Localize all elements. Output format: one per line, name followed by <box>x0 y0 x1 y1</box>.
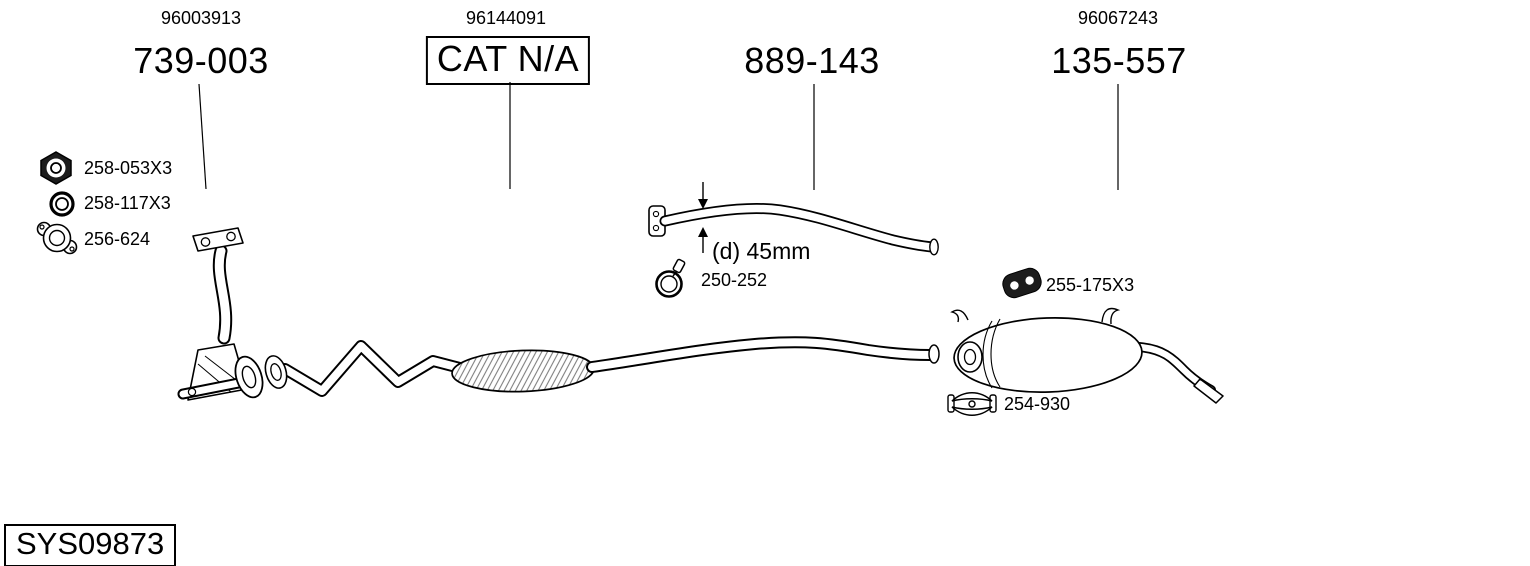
hex-nut-icon <box>40 151 72 185</box>
clamp-icon <box>947 392 997 416</box>
front-pipe-drawing <box>177 227 264 401</box>
gasket-icon <box>36 221 78 255</box>
center-pipe-drawing <box>648 202 939 256</box>
clamp-icon <box>655 258 686 298</box>
diameter-arrows <box>698 182 708 253</box>
legend-label-gasket: 256-624 <box>84 229 151 249</box>
catalyst-drawing <box>451 349 595 393</box>
clamp-rear-label: 254-930 <box>1004 394 1071 414</box>
hanger-label: 255-175X3 <box>1046 275 1135 295</box>
part-number-center-pipe: 889-143 <box>744 40 880 81</box>
washer-icon <box>49 191 75 217</box>
oem-number-rear-muffler: 96067243 <box>1077 8 1159 28</box>
leader-lines <box>198 82 1119 190</box>
oem-number-front-pipe: 96003913 <box>160 8 242 28</box>
mid-pipe-drawing <box>279 340 466 397</box>
pipe-diameter-label: (d) 45mm <box>712 238 811 264</box>
part-number-catalyst: CAT N/A <box>425 36 591 85</box>
rear-muffler-drawing <box>950 307 1224 404</box>
system-code: SYS09873 <box>4 524 177 566</box>
part-number-front-pipe: 739-003 <box>133 40 269 81</box>
hanger-icon <box>1002 267 1042 299</box>
oem-number-catalyst: 96144091 <box>465 8 547 28</box>
part-number-rear-muffler: 135-557 <box>1051 40 1187 81</box>
flange-gasket-drawing <box>264 355 288 389</box>
legend-label-nut: 258-053X3 <box>84 158 173 178</box>
legend-label-washer: 258-117X3 <box>84 193 171 213</box>
rear-pipe-drawing <box>586 336 940 373</box>
clamp-front-label: 250-252 <box>701 270 768 290</box>
